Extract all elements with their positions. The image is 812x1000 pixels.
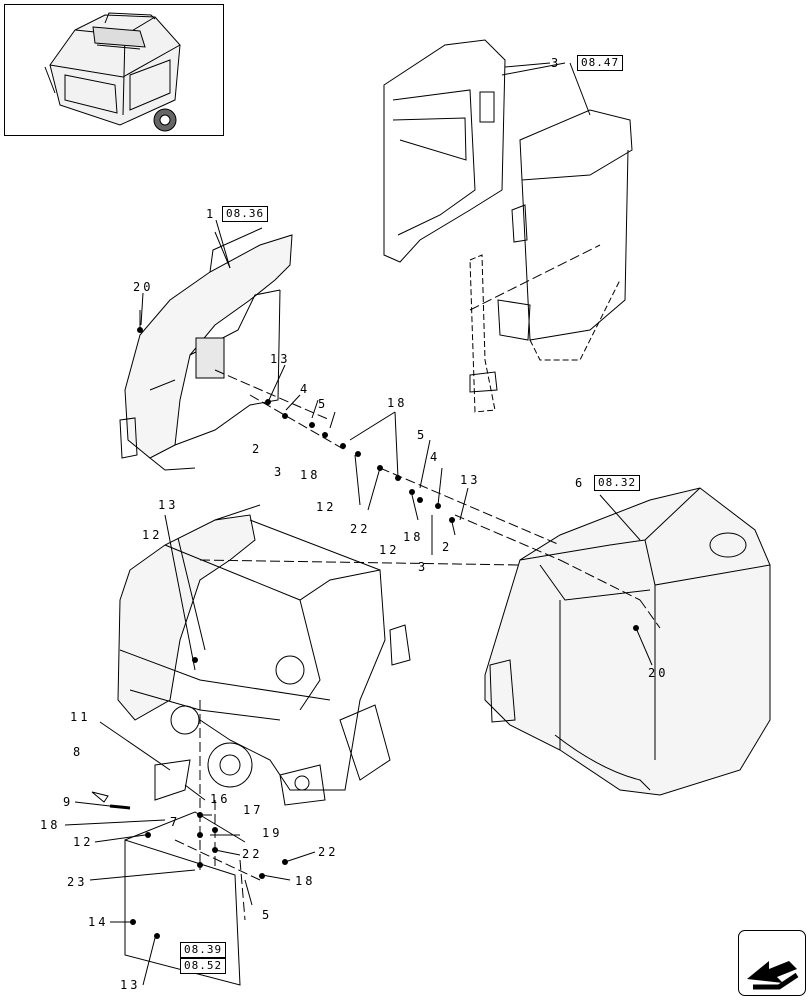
- callout-18: 18: [295, 874, 316, 888]
- callout-13: 13: [158, 498, 179, 512]
- callout-2: 2: [252, 442, 263, 456]
- reference-box-08-52[interactable]: 08.52: [180, 958, 227, 974]
- callout-leaders: [64, 62, 653, 986]
- callout-3: 3: [418, 560, 429, 574]
- callout-5: 5: [262, 908, 273, 922]
- assembly-lines: [174, 244, 661, 921]
- callout-14: 14: [88, 915, 109, 929]
- callout-6: 6: [575, 476, 586, 490]
- callout-9: 9: [63, 795, 74, 809]
- callout-18: 18: [387, 396, 408, 410]
- callout-22: 22: [242, 847, 263, 861]
- part-6-shield: [484, 487, 771, 796]
- part-1-shield: [119, 227, 293, 471]
- baler-frame: [117, 504, 411, 806]
- callout-18: 18: [403, 530, 424, 544]
- callout-5: 5: [318, 397, 329, 411]
- part-9-spring: [109, 804, 131, 810]
- callout-3: 3: [274, 465, 285, 479]
- callout-20: 20: [648, 666, 669, 680]
- machine-thumbnail-drawing: [44, 12, 181, 132]
- callout-4: 4: [300, 382, 311, 396]
- callout-17: 17: [243, 803, 264, 817]
- reference-box-08-32[interactable]: 08.32: [594, 475, 641, 491]
- callout-13: 13: [460, 473, 481, 487]
- callout-13: 13: [120, 978, 141, 992]
- part-10-panel: [383, 39, 633, 413]
- callout-4: 4: [430, 450, 441, 464]
- callout-12: 12: [142, 528, 163, 542]
- callout-7: 7: [170, 815, 181, 829]
- reference-box-08-47[interactable]: 08.47: [577, 55, 624, 71]
- callout-1: 1: [206, 207, 217, 221]
- callout-12: 12: [316, 500, 337, 514]
- callout-2: 2: [442, 540, 453, 554]
- reference-box-08-39[interactable]: 08.39: [180, 942, 227, 958]
- machine-thumbnail: [4, 4, 224, 136]
- callout-5: 5: [417, 428, 428, 442]
- callout-22: 22: [350, 522, 371, 536]
- callout-16: 16: [210, 792, 231, 806]
- callout-10: 3: [551, 56, 562, 70]
- callout-22: 22: [318, 845, 339, 859]
- callout-12: 12: [73, 835, 94, 849]
- callout-11: 11: [70, 710, 91, 724]
- callout-12: 12: [379, 543, 400, 557]
- part-8-bracket: [91, 791, 109, 803]
- reference-box-08-36[interactable]: 08.36: [222, 206, 269, 222]
- callout-19: 19: [262, 826, 283, 840]
- callout-18: 18: [40, 818, 61, 832]
- next-page-button[interactable]: [738, 930, 806, 996]
- callout-18: 18: [300, 468, 321, 482]
- hardware-parts: [130, 399, 639, 939]
- callout-23: 23: [67, 875, 88, 889]
- callout-8: 8: [73, 745, 84, 759]
- callout-20: 20: [133, 280, 154, 294]
- arrow-next-page-icon: [747, 961, 799, 990]
- callout-13: 13: [270, 352, 291, 366]
